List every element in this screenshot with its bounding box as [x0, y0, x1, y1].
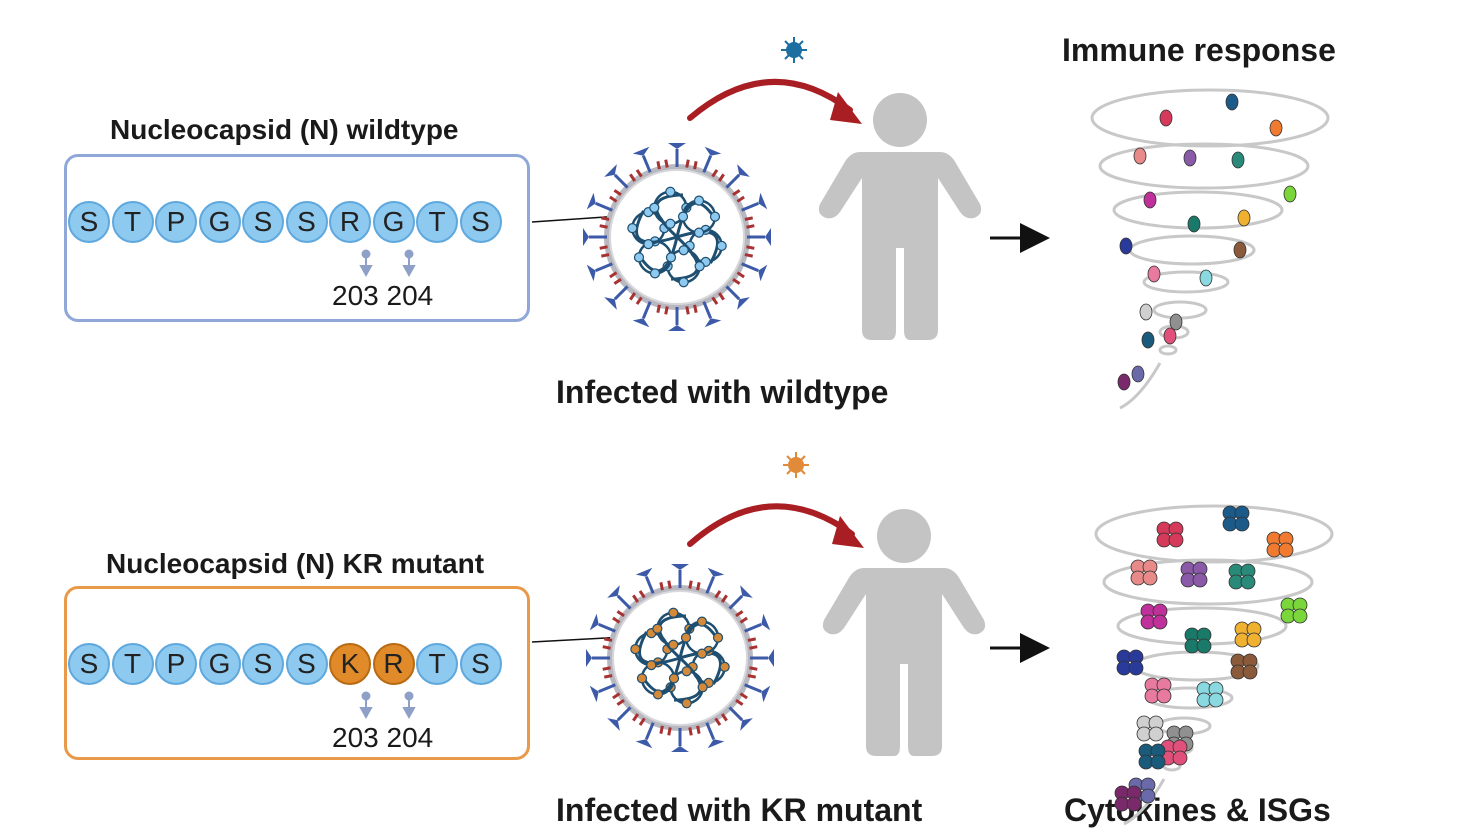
wt-position-arrows [359, 249, 416, 278]
virus-icon [583, 143, 771, 331]
residue-8: R [372, 643, 415, 685]
person-icon [818, 93, 982, 340]
residue-3: P [155, 201, 197, 243]
cytokine-tornado-icon [1090, 88, 1330, 410]
residue-1: S [68, 201, 110, 243]
kr-caption: Infected with KR mutant [556, 792, 923, 828]
residue-7: K [329, 643, 371, 685]
kr-connector-line [531, 636, 625, 643]
residue-9: T [416, 201, 458, 243]
virus-icon [586, 564, 774, 752]
virus-icon [781, 37, 807, 63]
wt-sequence-box [64, 154, 530, 322]
infection-arrow [687, 503, 864, 548]
residue-4: G [198, 643, 241, 685]
residue-1: S [68, 643, 110, 685]
residue-5: S [242, 201, 284, 243]
wt-caption: Infected with wildtype [556, 374, 889, 410]
person-icon [822, 509, 986, 756]
kr-sequence-title: Nucleocapsid (N) KR mutant [106, 548, 485, 579]
residue-8: G [372, 201, 415, 243]
residue-3: P [155, 643, 197, 685]
kr-sequence-box [64, 586, 530, 760]
immune-response-title: Immune response [1062, 32, 1336, 68]
residue-2: T [111, 201, 154, 243]
residue-4: G [198, 201, 241, 243]
wt-connector-line [531, 215, 621, 223]
residue-7: R [329, 201, 371, 243]
residue-6: S [285, 201, 328, 243]
kr-position-label: 203 204 [332, 722, 434, 753]
cytokines-title: Cytokines & ISGs [1064, 792, 1331, 828]
infection-arrow [687, 79, 862, 124]
residue-10: S [459, 643, 502, 685]
kr-position-arrows [359, 691, 416, 720]
wt-sequence-title: Nucleocapsid (N) wildtype [110, 114, 459, 145]
residue-2: T [111, 643, 154, 685]
cytokine-tornado-icon [1094, 504, 1334, 826]
virus-icon [783, 452, 809, 478]
residue-6: S [285, 643, 328, 685]
residue-5: S [242, 643, 284, 685]
residue-10: S [459, 201, 502, 243]
residue-9: T [416, 643, 458, 685]
wt-position-label: 203 204 [332, 280, 434, 311]
